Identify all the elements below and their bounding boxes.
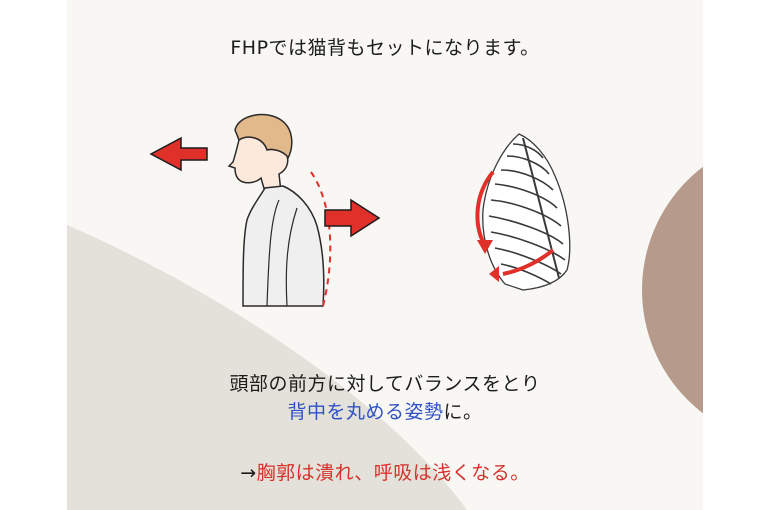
- curved-arrow-icon: [475, 170, 555, 282]
- conclusion-line: →胸郭は潰れ、呼吸は浅くなる。: [67, 458, 703, 485]
- arrow-right-icon: [324, 198, 381, 238]
- arrow-left-icon: [149, 136, 208, 172]
- conclusion-arrow: →: [240, 462, 257, 484]
- posture-highlight: 背中を丸める姿勢: [287, 401, 444, 423]
- background-gray-wave: [67, 225, 467, 510]
- person-slouching-illustration: [149, 113, 381, 307]
- background-brown-circle: [642, 166, 703, 414]
- background-shapes: [67, 166, 703, 510]
- top-caption: FHPでは猫背もセットになります。: [230, 37, 540, 59]
- explanation-line-2: 背中を丸める姿勢に。: [67, 397, 703, 424]
- explanation-line-1: 頭部の前方に対してバランスをとり: [229, 373, 541, 395]
- ribcage-illustration: [475, 133, 571, 291]
- explanation-line-2-suffix: に。: [443, 401, 483, 423]
- conclusion-highlight: 胸郭は潰れ、呼吸は浅くなる。: [256, 462, 530, 484]
- slide: FHPでは猫背もセットになります。: [67, 0, 703, 510]
